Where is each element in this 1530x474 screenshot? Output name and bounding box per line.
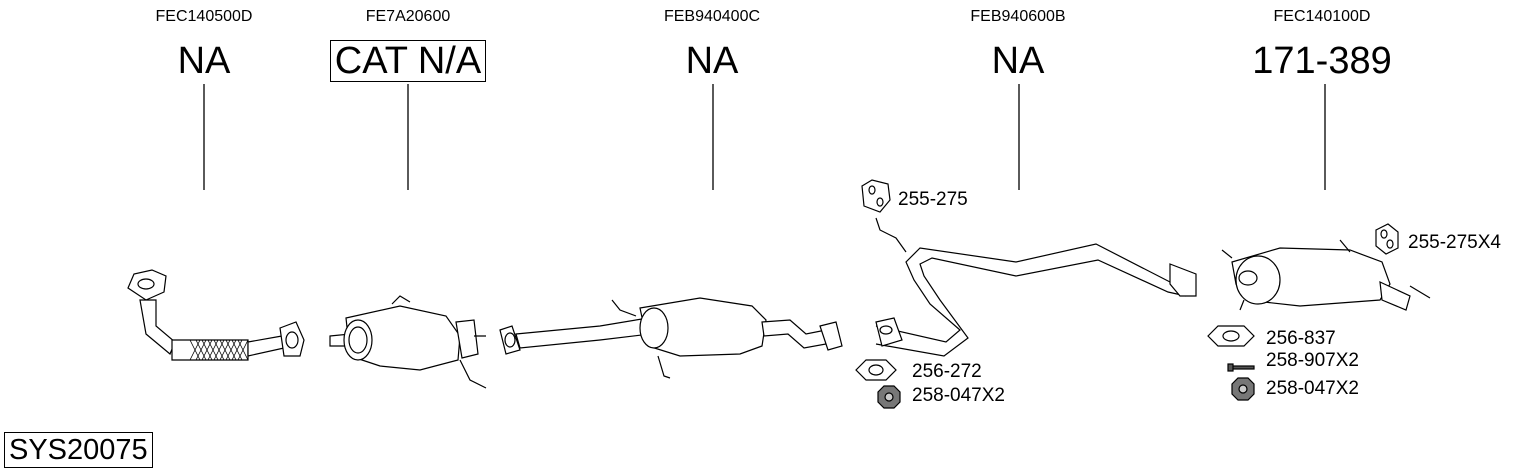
- accessory-mid-hanger: 255-275: [898, 189, 968, 210]
- front-pipe-drawing: [127, 269, 305, 361]
- part-code-intermediate-pipe: FEB940600B: [970, 8, 1066, 25]
- part-code-centre-silencer: FEB940400C: [663, 8, 761, 25]
- centre-silencer-drawing: [499, 297, 843, 379]
- accessory-rear-bolt: 258-907X2: [1266, 350, 1359, 371]
- rear-silencer-drawing: [1221, 239, 1431, 311]
- part-number-intermediate-pipe: NA: [991, 40, 1045, 82]
- nut-icon-mid: [877, 385, 901, 409]
- accessory-rear-hanger: 255-275X4: [1408, 232, 1501, 253]
- gasket-icon-rear: [1207, 325, 1255, 347]
- hanger-icon-mid: [861, 179, 891, 213]
- part-code-catalyst: FE7A20600: [365, 8, 451, 25]
- part-number-front-pipe: NA: [177, 40, 231, 82]
- part-number-catalyst-box: CAT N/A: [278, 40, 538, 82]
- accessory-rear-gasket: 256-837: [1266, 328, 1336, 349]
- system-code: SYS20075: [4, 432, 153, 468]
- accessory-mid-gasket: 256-272: [912, 361, 982, 382]
- gasket-icon-mid: [855, 359, 897, 381]
- catalyst-drawing: [329, 295, 487, 389]
- part-number-rear-silencer: 171-389: [1252, 40, 1392, 82]
- part-number-catalyst: CAT N/A: [329, 40, 487, 82]
- part-number-centre-silencer: NA: [685, 40, 739, 82]
- intermediate-pipe-drawing: [875, 217, 1197, 357]
- accessory-rear-nut: 258-047X2: [1266, 378, 1359, 399]
- nut-icon-rear: [1231, 377, 1255, 401]
- bolt-icon-rear: [1227, 363, 1255, 372]
- hanger-icon-rear: [1375, 223, 1399, 255]
- part-code-front-pipe: FEC140500D: [155, 8, 253, 25]
- accessory-mid-nut: 258-047X2: [912, 385, 1005, 406]
- part-code-rear-silencer: FEC140100D: [1273, 8, 1371, 25]
